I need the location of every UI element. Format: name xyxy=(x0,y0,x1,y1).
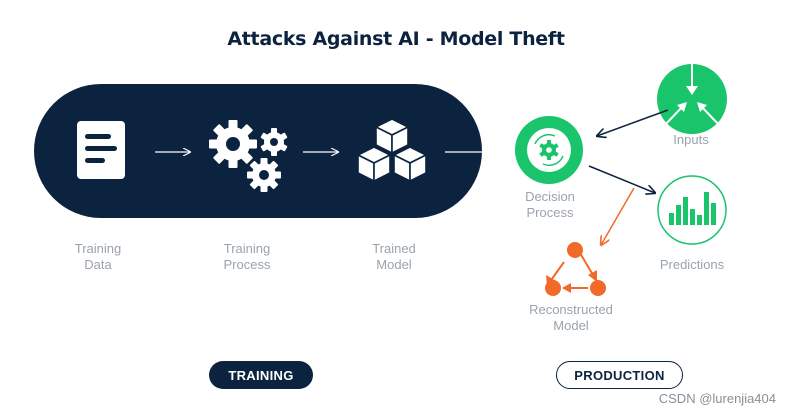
production-badge: PRODUCTION xyxy=(556,361,683,389)
cubes-icon xyxy=(357,118,427,182)
label-trained-model: Trained Model xyxy=(372,241,416,272)
document-icon xyxy=(77,121,125,179)
label-training-data: Training Data xyxy=(74,241,122,272)
decision-gear-icon xyxy=(515,116,583,184)
arrow-theft-to-reconstructed xyxy=(601,187,635,245)
arrow-inputs-to-decision xyxy=(597,109,669,136)
gears-icon xyxy=(209,120,288,192)
training-badge: TRAINING xyxy=(209,361,313,389)
label-predictions: Predictions xyxy=(659,257,725,272)
inputs-arrows-icon xyxy=(657,64,727,134)
watermark: CSDN @lurenjia404 xyxy=(658,391,776,406)
label-training-process: Training Process xyxy=(223,241,271,272)
label-inputs: Inputs xyxy=(673,132,709,147)
label-decision-process: Decision Process xyxy=(525,189,575,220)
page-title: Attacks Against AI - Model Theft xyxy=(227,28,565,50)
reconstructed-network-icon xyxy=(545,242,606,296)
label-reconstructed-model: Reconstructed Model xyxy=(529,302,613,333)
predictions-bars-icon xyxy=(657,175,727,245)
arrow-decision-to-predictions xyxy=(588,165,655,193)
